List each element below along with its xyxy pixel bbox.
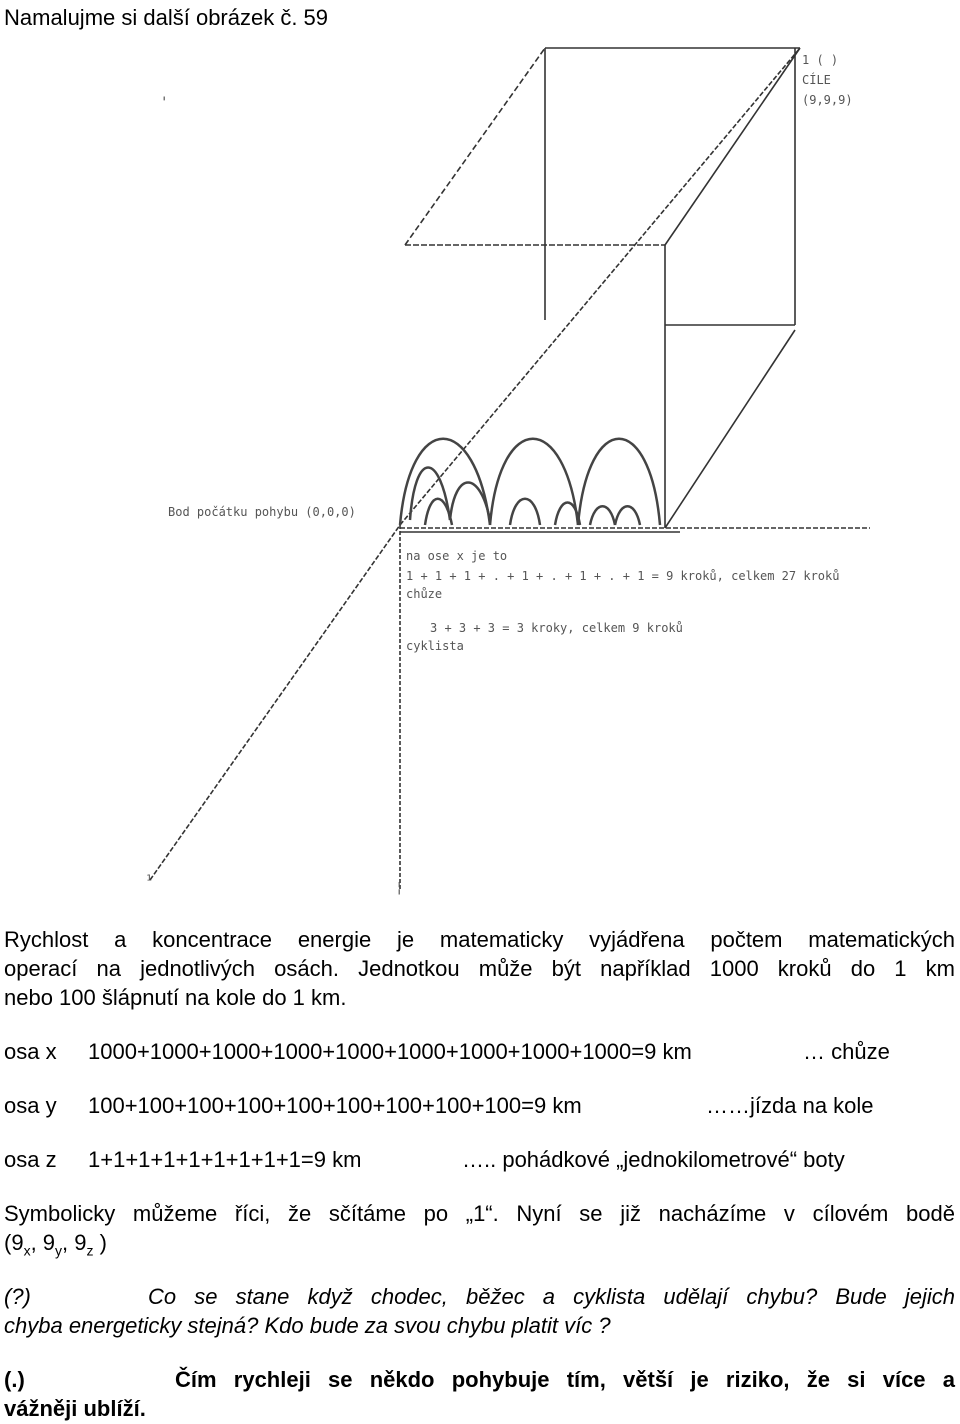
diagonal-axis (149, 524, 401, 881)
note-line-2: 1 + 1 + 1 + . + 1 + . + 1 + . + 1 = 9 kr… (406, 569, 839, 583)
axis-x-label: osa x (4, 1039, 57, 1064)
intro-line-1: Rychlost a koncentrace energie je matema… (4, 927, 955, 952)
note-line-3: chůze (406, 587, 442, 601)
intro-line-3: nebo 100 šlápnutí na kole do 1 km. (4, 985, 347, 1010)
coordinate-figure: ' ¹ ¦ 1 ( ) CÍLE (9,9,9) Bod počátku poh… (145, 47, 870, 896)
hop-arcs (398, 437, 662, 526)
axis-y-mode: ……jízda na kole (706, 1093, 874, 1118)
box-edge (664, 47, 801, 246)
question-line-1: Co se stane když chodec, běžec a cyklist… (148, 1284, 955, 1309)
statement-mark: (.) (4, 1367, 25, 1392)
diagonal-axis-upper (399, 47, 801, 526)
axis-x-sum: 1000+1000+1000+1000+1000+1000+1000+1000+… (88, 1039, 692, 1064)
box-edge (404, 47, 546, 246)
goal-label-1: 1 ( ) (802, 53, 838, 67)
scan-mark: ¦ (395, 880, 403, 896)
axis-z-label: osa z (4, 1147, 57, 1172)
axis-y-sum: 100+100+100+100+100+100+100+100+100=9 km (88, 1093, 582, 1118)
note-line-1: na ose x je to (406, 549, 507, 563)
axis-x-mode: … chůze (803, 1039, 890, 1064)
intro-line-2: operací na jednotlivých osách. Jednotkou… (4, 956, 955, 981)
goal-label-3: (9,9,9) (802, 93, 853, 107)
axis-z-sum: 1+1+1+1+1+1+1+1+1=9 km (88, 1147, 362, 1172)
page-heading: Namalujme si další obrázek č. 59 (4, 5, 329, 30)
note-line-4: 3 + 3 + 3 = 3 kroky, celkem 9 kroků (430, 621, 683, 635)
statement-line-2: vážněji ublíží. (4, 1396, 146, 1421)
goal-label-2: CÍLE (802, 72, 831, 87)
question-line-2: chyba energeticky stejná? Kdo bude za sv… (4, 1313, 611, 1338)
start-label: Bod počátku pohybu (0,0,0) (168, 505, 356, 519)
scan-mark: ' (160, 95, 168, 111)
note-line-5: cyklista (406, 639, 464, 653)
box-edge (664, 329, 796, 529)
statement-line-1: Čím rychleji se někdo pohybuje tím, větš… (175, 1367, 955, 1392)
axis-y-label: osa y (4, 1093, 57, 1118)
target-coordinates: (9x, 9y, 9z ) (4, 1230, 107, 1259)
symbolic-line-1: Symbolicky můžeme říci, že sčítáme po „1… (4, 1201, 955, 1226)
scan-mark: ¹ (145, 873, 153, 889)
axis-z-mode: ….. pohádkové „jednokilometrové“ boty (462, 1147, 845, 1172)
question-mark: (?) (4, 1284, 31, 1309)
